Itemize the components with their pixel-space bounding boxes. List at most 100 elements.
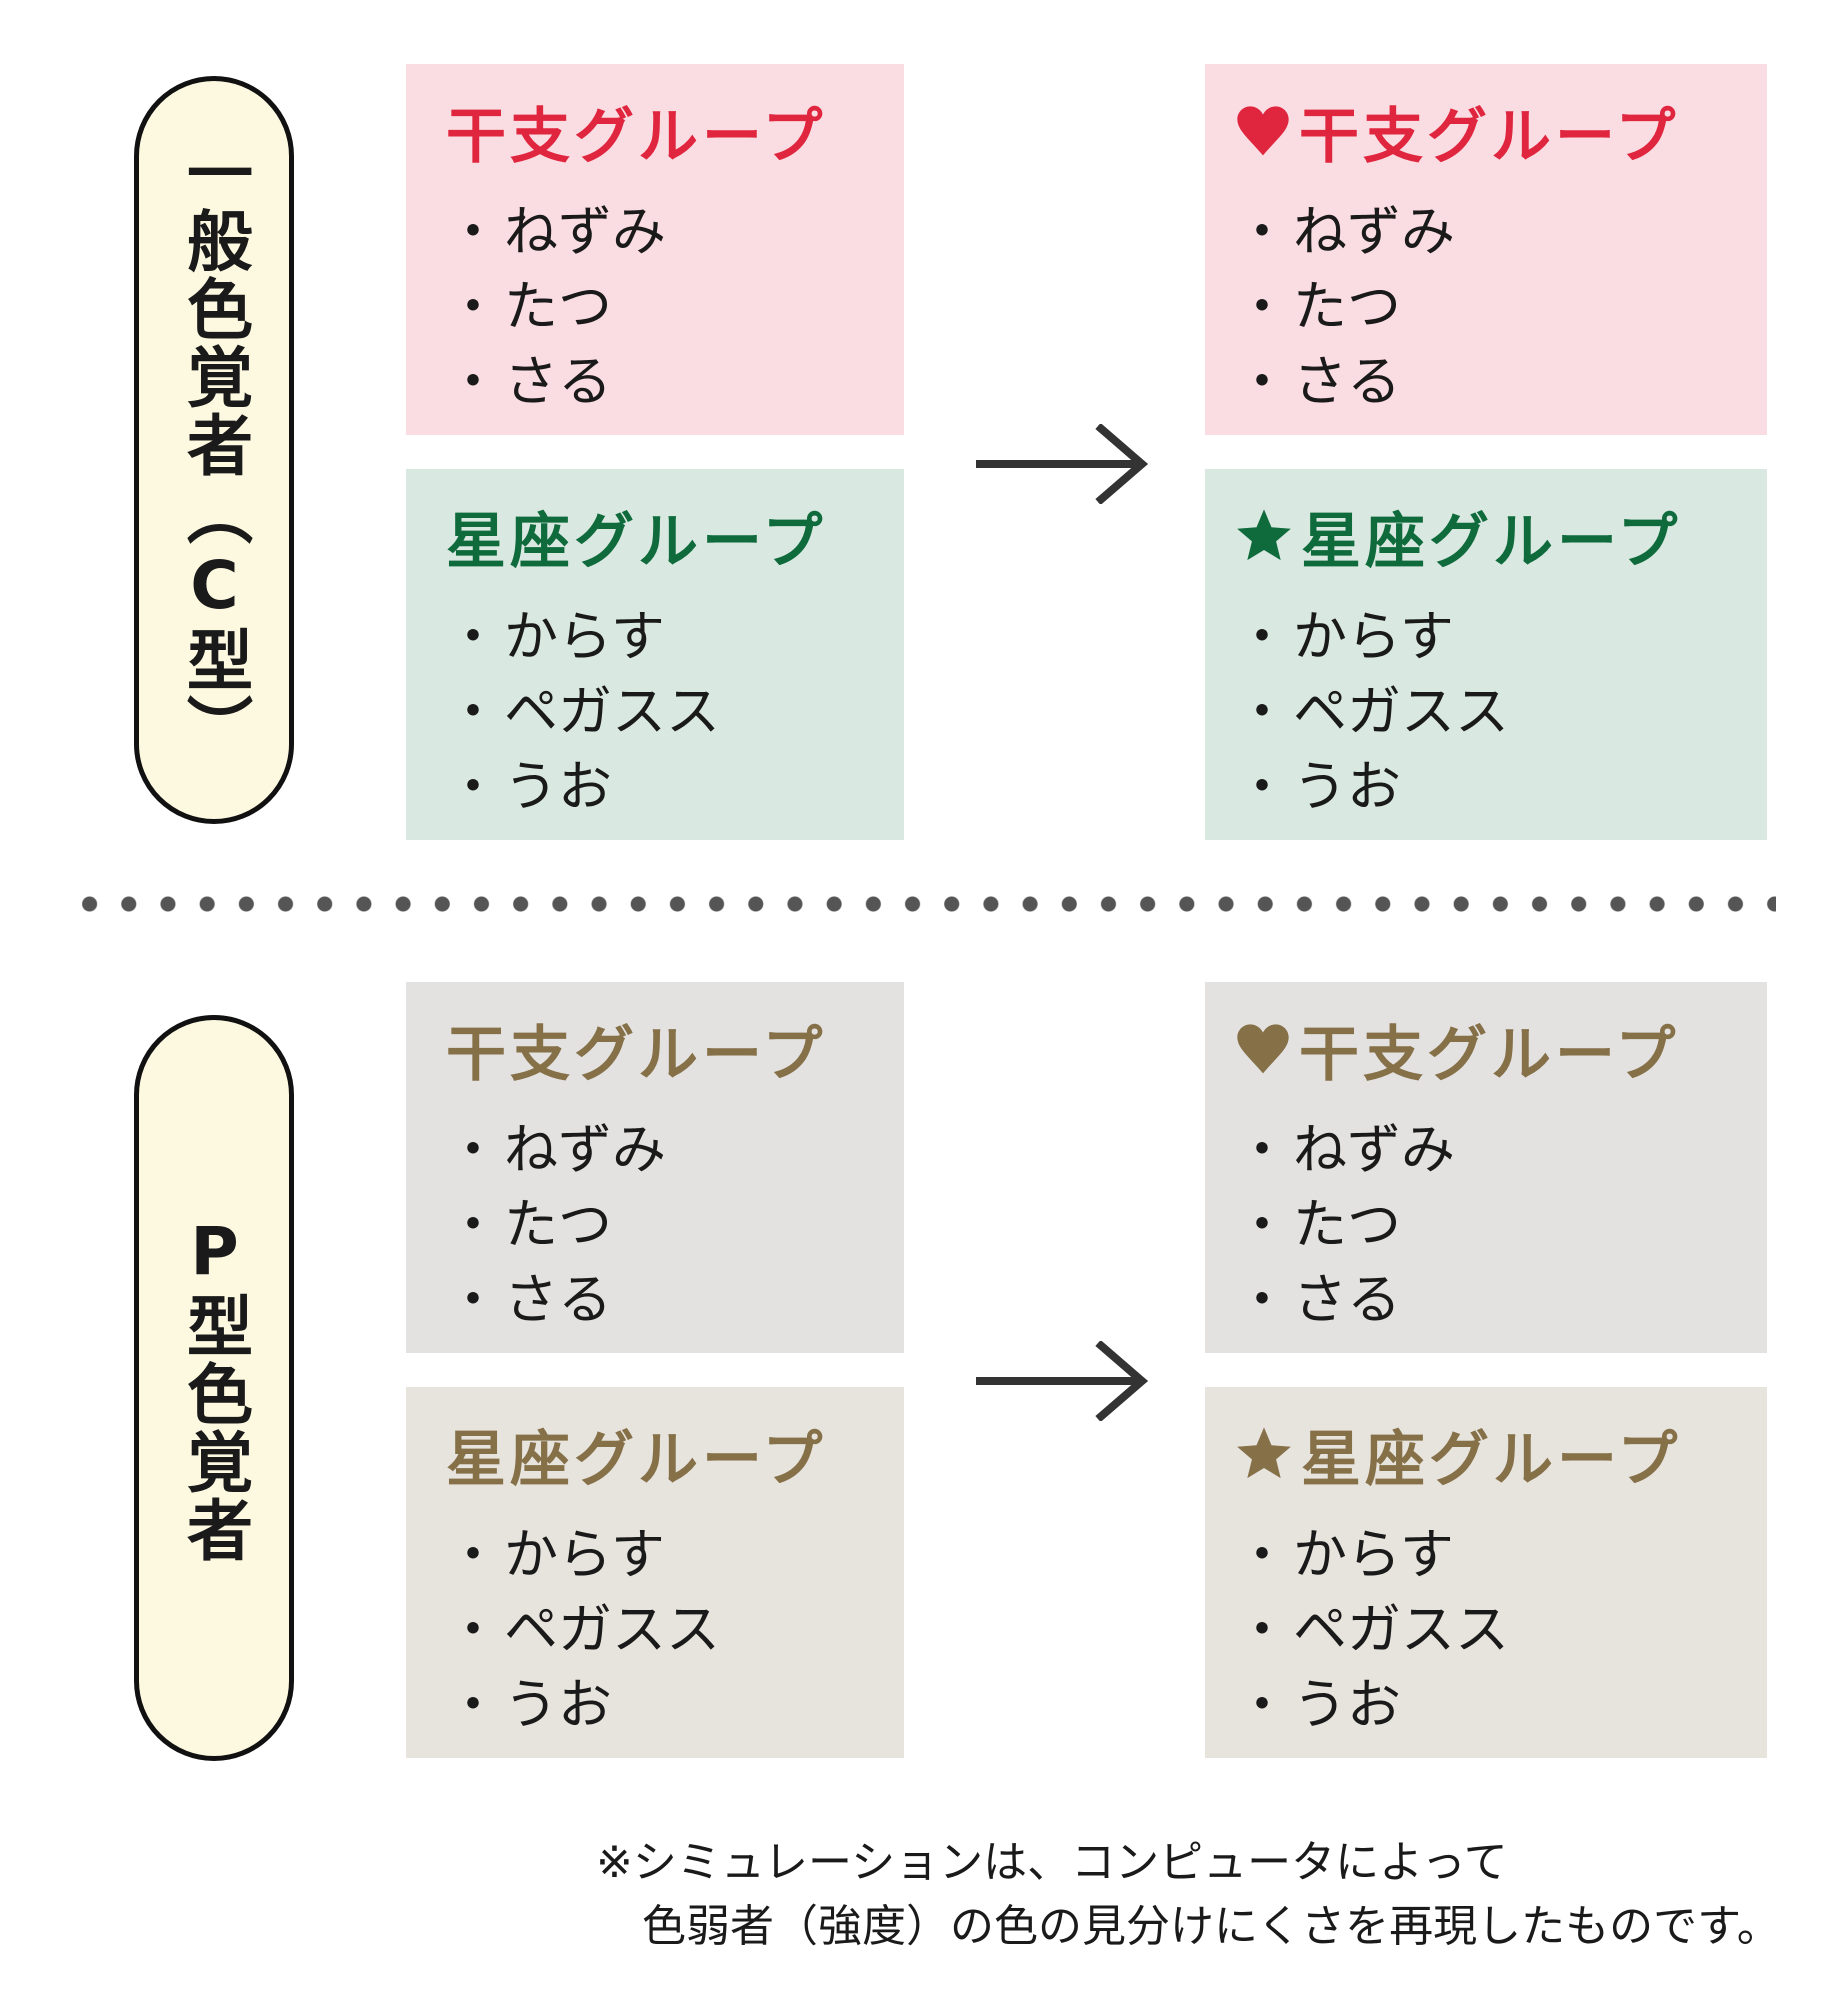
bullet: ・	[1235, 680, 1289, 743]
bullet: ・	[446, 1268, 500, 1331]
list-item: ・ペガスス	[446, 674, 904, 749]
list-item: ・ペガスス	[446, 1592, 904, 1667]
bullet: ・	[1235, 605, 1289, 668]
list-item: ・たつ	[446, 1187, 904, 1262]
list-item-text: ねずみ	[504, 1118, 666, 1181]
heart-icon	[1235, 1013, 1291, 1103]
list-item: ・さる	[446, 1262, 904, 1337]
bullet: ・	[446, 1598, 500, 1661]
list-item-text: ペガスス	[1293, 680, 1509, 743]
left-seiza-group-card: 星座グループ・からす・ペガスス・うお	[406, 1387, 904, 1758]
list-item: ・ねずみ	[1235, 194, 1767, 269]
bullet: ・	[1235, 200, 1289, 263]
bullet: ・	[446, 1673, 500, 1736]
list-item: ・たつ	[1235, 269, 1767, 344]
arrow-right-icon	[976, 1339, 1149, 1423]
group-title: 干支グループ	[1235, 1010, 1767, 1100]
list-item-text: ねずみ	[1293, 200, 1455, 263]
group-title: 星座グループ	[1235, 497, 1767, 587]
list-item-text: うお	[1293, 755, 1401, 818]
star-icon	[1235, 1418, 1293, 1508]
group-label-pill: 一般色覚者（C型）	[134, 76, 294, 824]
bullet: ・	[446, 350, 500, 413]
right-eto-group-card: 干支グループ・ねずみ・たつ・さる	[1205, 982, 1767, 1353]
bullet: ・	[446, 605, 500, 668]
bullet: ・	[446, 1523, 500, 1586]
bullet: ・	[446, 1193, 500, 1256]
bullet: ・	[446, 755, 500, 818]
list-item-text: ねずみ	[1293, 1118, 1455, 1181]
bullet: ・	[446, 200, 500, 263]
bullet: ・	[1235, 1523, 1289, 1586]
list-item: ・さる	[1235, 344, 1767, 419]
right-eto-group-card: 干支グループ・ねずみ・たつ・さる	[1205, 64, 1767, 435]
list-item-text: たつ	[1293, 275, 1401, 338]
group-title-text: 星座グループ	[446, 507, 827, 577]
bullet: ・	[446, 275, 500, 338]
bullet: ・	[1235, 1673, 1289, 1736]
left-seiza-group-card: 星座グループ・からす・ペガスス・うお	[406, 469, 904, 840]
heart-icon	[1235, 95, 1291, 185]
list-item: ・うお	[446, 749, 904, 824]
group-title-text: 星座グループ	[446, 1425, 827, 1495]
group-title-text: 干支グループ	[1299, 102, 1680, 172]
group-title: 星座グループ	[1235, 1415, 1767, 1505]
bullet: ・	[446, 680, 500, 743]
list-item-text: さる	[504, 1268, 612, 1331]
list-item: ・からす	[446, 599, 904, 674]
bullet: ・	[1235, 1118, 1289, 1181]
list-item-text: たつ	[504, 1193, 612, 1256]
right-seiza-group-card: 星座グループ・からす・ペガスス・うお	[1205, 469, 1767, 840]
bullet: ・	[1235, 1598, 1289, 1661]
bullet: ・	[1235, 1268, 1289, 1331]
footnote-line-1: ※シミュレーションは、コンピュータによって	[596, 1837, 1508, 1888]
list-item-text: うお	[504, 755, 612, 818]
group-title: 星座グループ	[446, 497, 904, 587]
arrow-right-icon	[976, 422, 1149, 506]
list-item-text: さる	[504, 350, 612, 413]
group-title: 干支グループ	[1235, 92, 1767, 182]
list-item-text: さる	[1293, 1268, 1401, 1331]
bullet: ・	[1235, 275, 1289, 338]
list-item: ・うお	[1235, 1667, 1767, 1742]
list-item: ・さる	[446, 344, 904, 419]
group-label: 一般色覚者（C型）	[176, 138, 253, 762]
list-item-text: からす	[1293, 605, 1454, 668]
list-item-text: うお	[504, 1673, 612, 1736]
footnote-line-2: 色弱者（強度）の色の見分けにくさを再現したものです。	[642, 1901, 1781, 1952]
list-item: ・うお	[446, 1667, 904, 1742]
bullet: ・	[1235, 1193, 1289, 1256]
list-item: ・さる	[1235, 1262, 1767, 1337]
list-item-text: ペガスス	[1293, 1598, 1509, 1661]
list-item-text: からす	[1293, 1523, 1454, 1586]
right-seiza-group-card: 星座グループ・からす・ペガスス・うお	[1205, 1387, 1767, 1758]
group-title-text: 干支グループ	[446, 1020, 827, 1090]
list-item: ・からす	[1235, 1517, 1767, 1592]
list-item: ・たつ	[446, 269, 904, 344]
group-title-text: 星座グループ	[1301, 1425, 1682, 1495]
list-item-text: ねずみ	[504, 200, 666, 263]
group-title-text: 干支グループ	[446, 102, 827, 172]
list-item-text: うお	[1293, 1673, 1401, 1736]
list-item: ・ペガスス	[1235, 1592, 1767, 1667]
group-title-text: 干支グループ	[1299, 1020, 1680, 1090]
list-item-text: さる	[1293, 350, 1401, 413]
list-item-text: たつ	[1293, 1193, 1401, 1256]
list-item: ・からす	[446, 1517, 904, 1592]
left-eto-group-card: 干支グループ・ねずみ・たつ・さる	[406, 64, 904, 435]
group-title-text: 星座グループ	[1301, 507, 1682, 577]
list-item: ・ねずみ	[446, 194, 904, 269]
group-title: 星座グループ	[446, 1415, 904, 1505]
list-item: ・たつ	[1235, 1187, 1767, 1262]
list-item-text: ペガスス	[504, 680, 720, 743]
list-item: ・ねずみ	[446, 1112, 904, 1187]
list-item: ・うお	[1235, 749, 1767, 824]
bullet: ・	[1235, 755, 1289, 818]
list-item: ・ペガスス	[1235, 674, 1767, 749]
list-item: ・ねずみ	[1235, 1112, 1767, 1187]
dotted-divider	[70, 896, 1776, 912]
list-item-text: ペガスス	[504, 1598, 720, 1661]
left-eto-group-card: 干支グループ・ねずみ・たつ・さる	[406, 982, 904, 1353]
list-item: ・からす	[1235, 599, 1767, 674]
bullet: ・	[1235, 350, 1289, 413]
